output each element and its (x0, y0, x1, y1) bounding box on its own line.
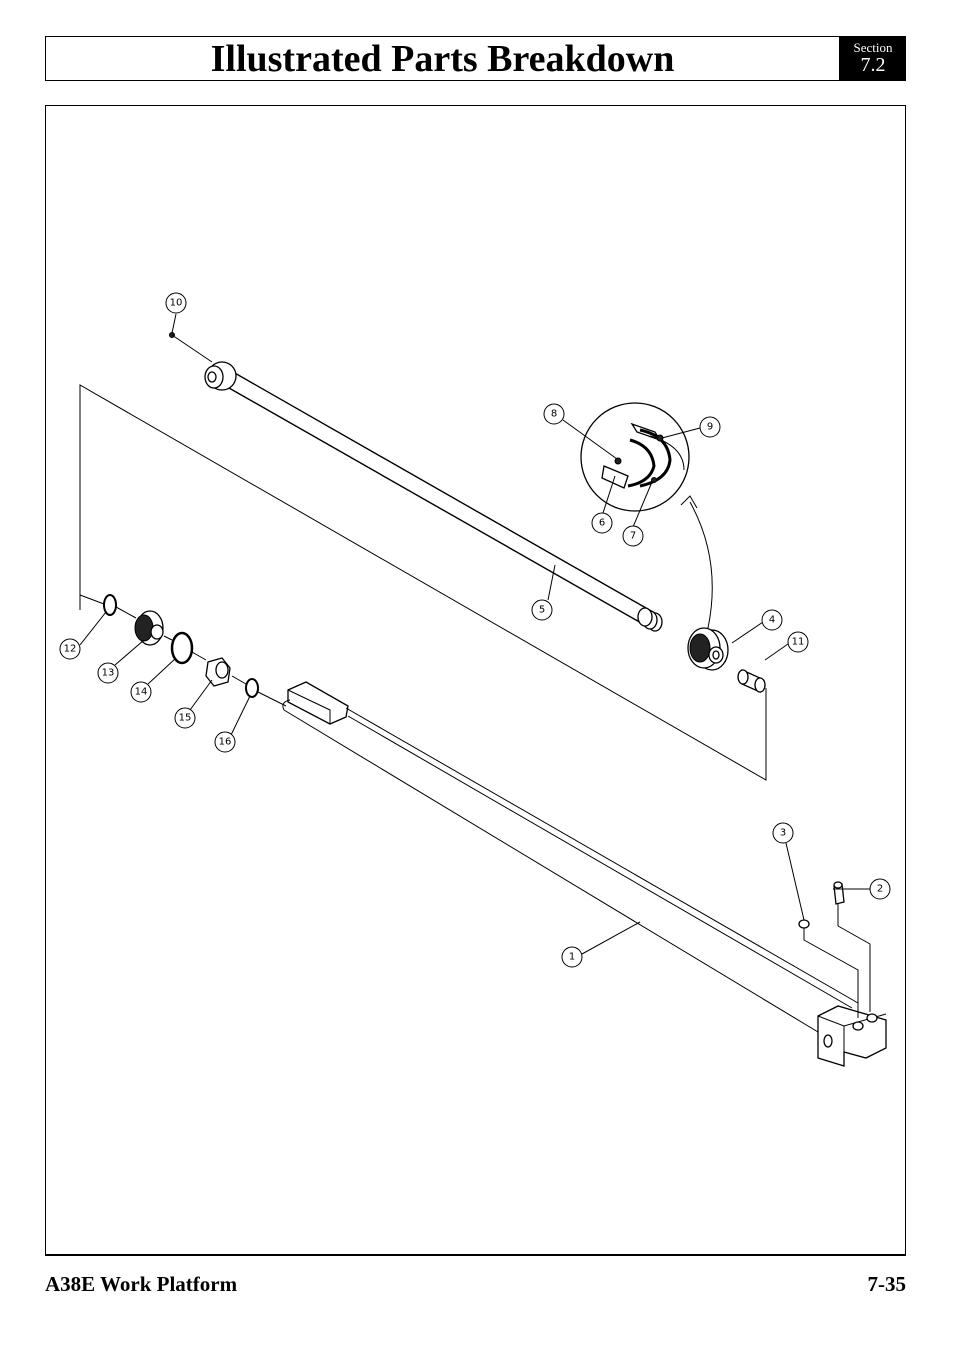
callout-4: 4 (761, 609, 783, 631)
callout-14: 14 (130, 681, 152, 703)
rod-thread (637, 607, 663, 632)
callout-5: 5 (531, 599, 553, 621)
svg-text:1: 1 (569, 952, 575, 963)
end-cap-parts (79, 594, 287, 707)
svg-text:5: 5 (539, 605, 545, 616)
callout-3: 3 (772, 822, 794, 844)
svg-text:4: 4 (769, 615, 775, 626)
rod (204, 361, 663, 632)
callout-16: 16 (214, 731, 236, 753)
svg-text:11: 11 (792, 637, 805, 648)
callout-8: 8 (543, 403, 565, 425)
section-number: 7.2 (860, 54, 886, 76)
callout-6: 6 (591, 512, 613, 534)
svg-text:12: 12 (64, 644, 77, 655)
callout-13: 13 (97, 662, 119, 684)
page-title: Illustrated Parts Breakdown (210, 37, 675, 80)
svg-text:10: 10 (170, 298, 183, 309)
diagram-frame (45, 105, 906, 1256)
piston (687, 627, 729, 671)
detail-arrow (689, 501, 713, 629)
svg-text:7: 7 (630, 531, 636, 542)
section-label: Section (853, 40, 893, 55)
callout-1: 1 (561, 946, 583, 968)
callout-9: 9 (699, 416, 721, 438)
leader-lines (79, 313, 870, 955)
page-header: Illustrated Parts Breakdown Section 7.2 (45, 36, 906, 81)
spacer (737, 668, 766, 694)
footer-product-name: A38E Work Platform (45, 1272, 238, 1296)
svg-text:16: 16 (219, 737, 232, 748)
svg-text:8: 8 (551, 409, 557, 420)
svg-text:15: 15 (179, 713, 192, 724)
callout-11: 11 (787, 631, 809, 653)
footer-page-number: 7-35 (867, 1272, 907, 1296)
svg-text:3: 3 (780, 828, 786, 839)
svg-text:2: 2 (877, 884, 883, 895)
cylinder-barrel (282, 681, 887, 1067)
callout-15: 15 (174, 707, 196, 729)
callout-12: 12 (59, 638, 81, 660)
section-badge: Section 7.2 (839, 37, 905, 80)
callout-7: 7 (622, 525, 644, 547)
svg-text:13: 13 (102, 668, 115, 679)
svg-text:9: 9 (707, 422, 713, 433)
callout-10: 10 (165, 292, 187, 314)
svg-text:14: 14 (135, 687, 148, 698)
svg-text:6: 6 (599, 518, 605, 529)
detail-view (580, 402, 690, 512)
callout-2: 2 (869, 878, 891, 900)
